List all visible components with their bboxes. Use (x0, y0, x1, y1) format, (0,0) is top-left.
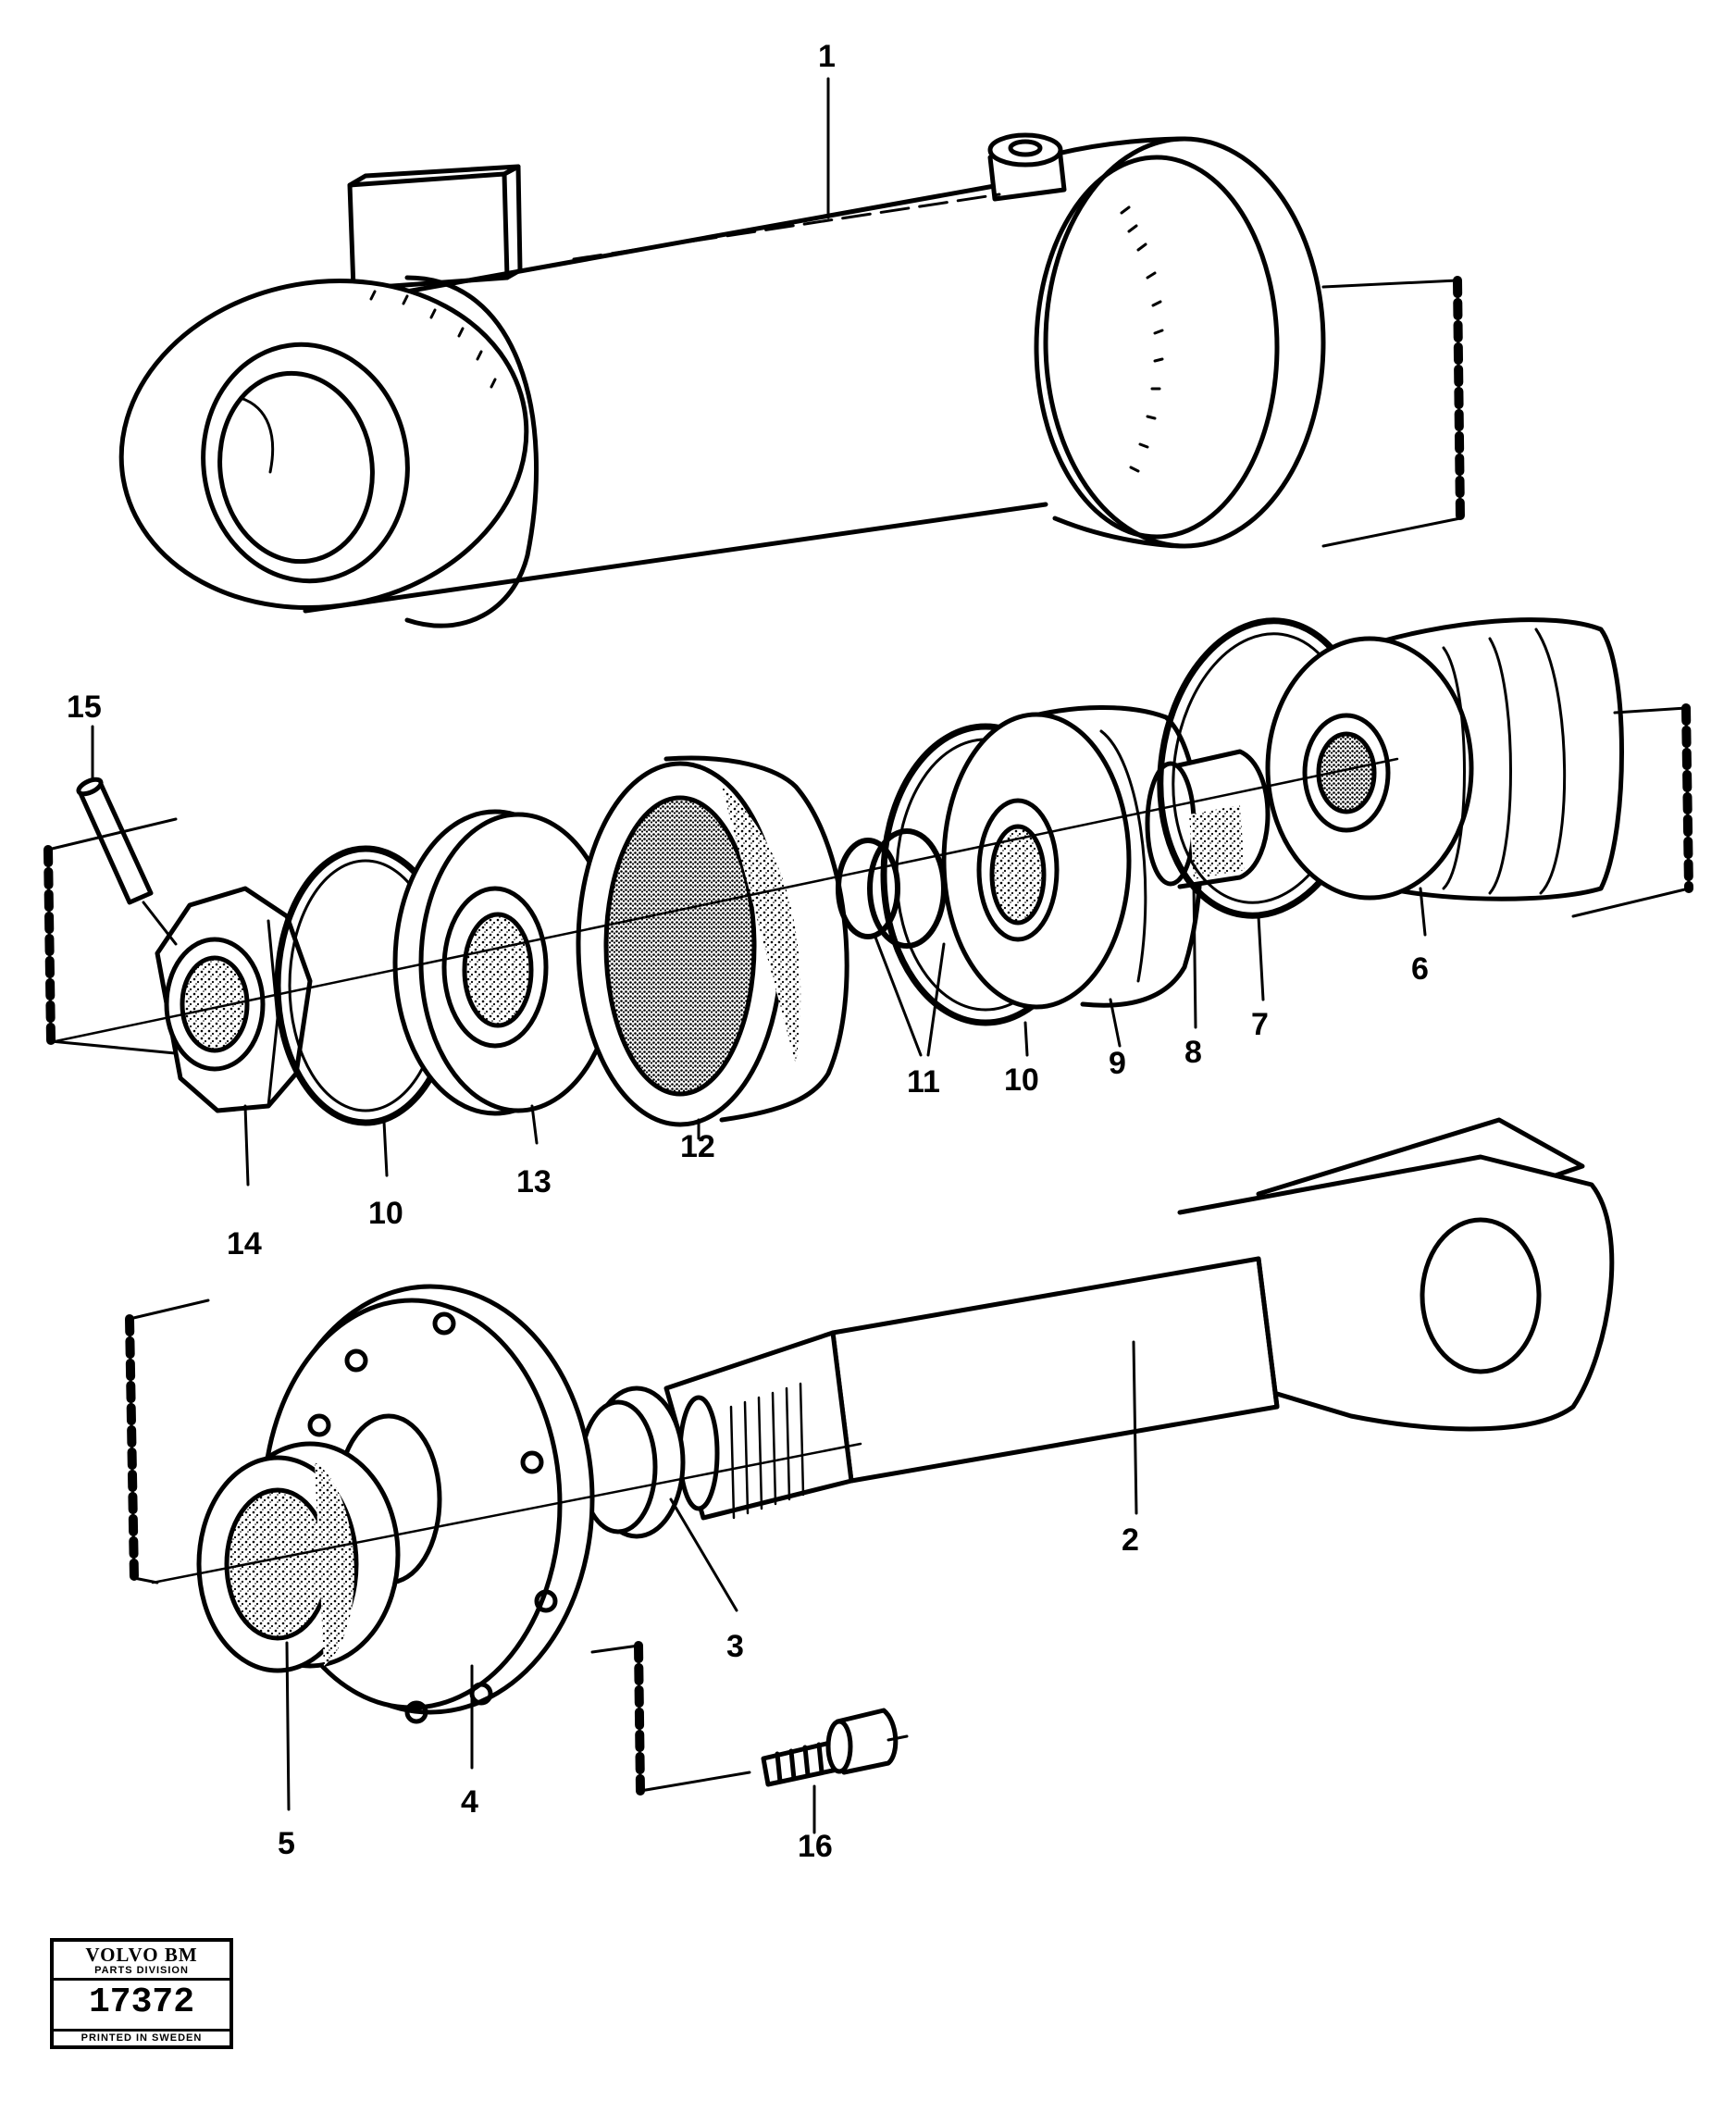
callout-14: 14 (227, 1226, 262, 1261)
callout-16: 16 (798, 1829, 833, 1864)
callout-5: 5 (278, 1826, 295, 1861)
callout-1: 1 (818, 39, 836, 74)
hex-nut-part-14 (155, 886, 313, 1113)
spacer-part-8 (1145, 749, 1271, 889)
callout-11: 11 (907, 1064, 940, 1100)
cap-screw-part-16 (761, 1708, 899, 1787)
stamp-brand: VOLVO BM (85, 1944, 198, 1966)
guide-ring-part-13 (392, 809, 618, 1116)
callout-12: 12 (680, 1129, 715, 1164)
callout-8: 8 (1184, 1035, 1202, 1070)
stamp-division: PARTS DIVISION (54, 1965, 229, 1981)
callout-2: 2 (1122, 1522, 1139, 1558)
callout-15: 15 (67, 690, 102, 725)
stamp-footer: PRINTED IN SWEDEN (54, 2029, 229, 2045)
piston-sleeve-part-12 (576, 755, 849, 1127)
piston-rod-part-2 (663, 1117, 1615, 1521)
stamp-illustration-number: 17372 (88, 1982, 195, 2022)
callout-4: 4 (461, 1784, 478, 1820)
parts-division-stamp: VOLVO BM PARTS DIVISION 17372 PRINTED IN… (50, 1938, 233, 2049)
callout-3: 3 (726, 1629, 744, 1664)
gland-nut-part-5 (196, 1441, 401, 1673)
part-callouts: 1 15 6 7 8 9 10 11 12 13 10 14 2 3 4 5 1… (67, 39, 1429, 1864)
callout-6: 6 (1411, 951, 1429, 987)
piston-head-part-6 (1265, 617, 1624, 901)
wiper-seal-part-3 (578, 1386, 686, 1539)
cylinder-tube-part-1 (118, 132, 1465, 628)
callout-10-left: 10 (368, 1196, 403, 1231)
callout-10-center: 10 (1004, 1062, 1039, 1098)
callout-7: 7 (1251, 1007, 1269, 1042)
piston-part-9 (941, 705, 1203, 1010)
leader-lines (91, 77, 1427, 1834)
callout-13: 13 (516, 1164, 552, 1199)
spring-pin-part-15 (76, 777, 154, 905)
callout-9: 9 (1109, 1046, 1126, 1081)
